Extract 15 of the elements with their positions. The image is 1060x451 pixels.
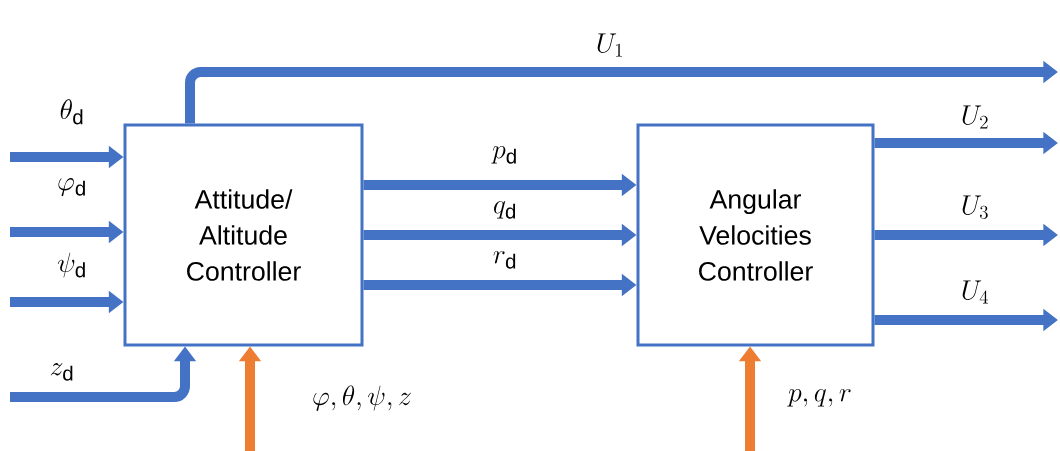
edge-label: $\psi_{\mathrm{d}}$ — [57, 252, 85, 278]
edge-label: $U_4$ — [962, 280, 989, 304]
edge-label: $\varphi_{\mathrm{d}}$ — [58, 178, 85, 197]
controller-box: Angular Velocities Controller — [636, 123, 875, 347]
edge-label: $p_{\mathrm{d}}$ — [491, 146, 516, 164]
edge-label: $\varphi, \theta, \psi, z$ — [313, 385, 411, 411]
edge-label: $U_1$ — [597, 33, 623, 57]
edge-label: $U_2$ — [962, 105, 988, 129]
edge-label: $r_{\mathrm{d}}$ — [493, 251, 516, 269]
controller-box: Attitude/ Altitude Controller — [123, 123, 364, 347]
edge-label: $\theta_{\mathrm{d}}$ — [60, 99, 83, 125]
edge-label: $q_{\mathrm{d}}$ — [494, 201, 516, 219]
edge-label: $U_3$ — [962, 195, 988, 219]
edge-label: $z_{\mathrm{d}}$ — [50, 363, 73, 381]
edge-label: $p, q, r$ — [787, 389, 851, 407]
